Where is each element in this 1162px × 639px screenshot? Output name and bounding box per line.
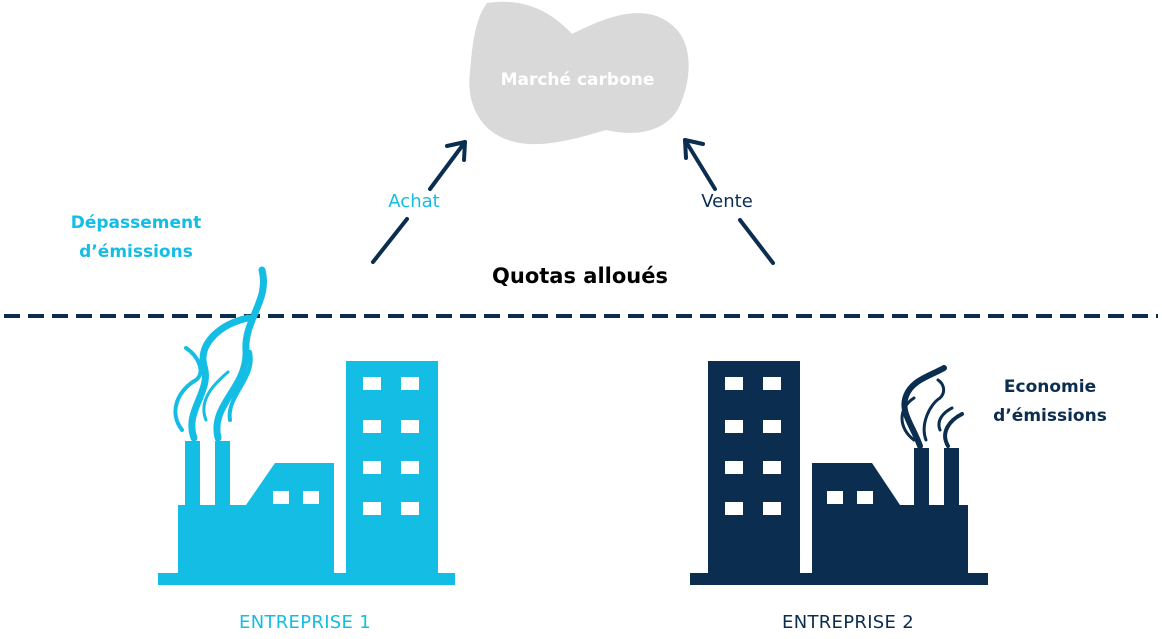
factory-icon: [690, 361, 988, 585]
buy-label: Achat: [388, 191, 440, 212]
company1-status: Dépassement d’émissions: [36, 209, 236, 267]
company2-status-line2: d’émissions: [993, 406, 1107, 426]
company2-status: Economie d’émissions: [950, 373, 1150, 431]
company1-status-line2: d’émissions: [79, 242, 193, 262]
company1-name: ENTREPRISE 1: [239, 612, 371, 633]
company2-name: ENTREPRISE 2: [782, 612, 914, 633]
quota-label: Quotas alloués: [492, 264, 668, 288]
sell-label: Vente: [701, 191, 753, 212]
smoke-icon: [900, 365, 964, 449]
factory-icon: [158, 266, 455, 585]
company1-status-line1: Dépassement: [70, 213, 202, 233]
sell-arrow: [683, 138, 775, 265]
cloud-icon: [469, 1, 689, 145]
company2-status-line1: Economie: [1003, 377, 1097, 397]
buy-arrow: [371, 140, 467, 264]
market-label: Marché carbone: [500, 70, 655, 90]
smoke-icon: [173, 266, 267, 442]
